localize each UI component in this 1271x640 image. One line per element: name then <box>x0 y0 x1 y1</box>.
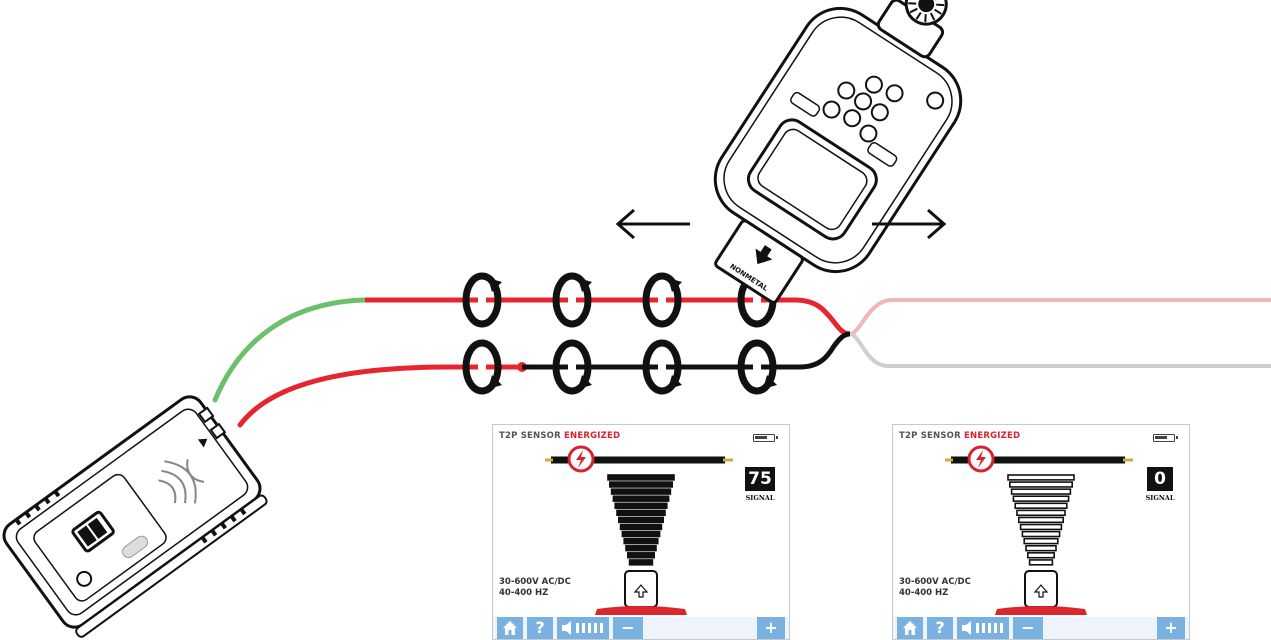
minus-button[interactable]: − <box>613 617 643 639</box>
help-button[interactable]: ? <box>927 617 953 639</box>
signal-value: 75 <box>745 467 775 491</box>
display-header: T2P SENSOR ENERGIZED <box>499 431 620 441</box>
sensor-stand <box>624 570 658 608</box>
signal-bar <box>607 474 675 481</box>
signal-bar <box>618 516 665 524</box>
home-icon <box>503 621 517 635</box>
magnetic-field-arrows <box>462 272 777 395</box>
plus-button[interactable]: + <box>757 617 785 639</box>
faded-gray-wire <box>849 332 1271 368</box>
transmitter-unit <box>2 395 268 638</box>
receiver-display-strong: T2P SENSOR ENERGIZED 75 SIGNAL 30-600V A… <box>492 424 790 640</box>
signal-bar <box>1016 509 1066 517</box>
speaker-icon <box>962 621 1003 635</box>
display-header: T2P SENSOR ENERGIZED <box>899 431 1020 441</box>
green-lead <box>212 297 368 403</box>
field-rotation-arrow <box>552 339 592 395</box>
signal-value: 0 <box>1147 467 1173 491</box>
signal-bar <box>609 481 674 488</box>
receiver-display-null: T2P SENSOR ENERGIZED 0 SIGNAL 30-600V AC… <box>892 424 1190 640</box>
volume-button[interactable] <box>557 617 609 639</box>
signal-bar <box>1019 523 1063 531</box>
power-icon <box>76 570 93 587</box>
field-rotation-arrow <box>737 339 777 395</box>
signal-bar <box>627 552 656 559</box>
field-rotation-arrow <box>462 272 502 328</box>
energized-status: ENERGIZED <box>964 431 1021 441</box>
signal-bar <box>1012 495 1070 502</box>
signal-bar <box>1028 559 1054 566</box>
signal-bar <box>1021 530 1061 538</box>
home-button[interactable] <box>897 617 923 639</box>
signal-bar <box>1025 544 1057 552</box>
signal-bar <box>619 523 663 531</box>
signal-bar <box>612 495 670 502</box>
signal-bar <box>1007 474 1075 481</box>
signal-graphic <box>945 445 1133 615</box>
signal-bar <box>625 544 657 552</box>
signal-bar <box>1018 516 1065 524</box>
move-right-arrow <box>872 208 947 240</box>
signal-bar <box>614 502 668 509</box>
signal-label: SIGNAL <box>745 494 775 502</box>
frequency-range-line2: 40-400 HZ <box>899 588 949 598</box>
signal-bar <box>616 509 666 517</box>
plus-button[interactable]: + <box>1157 617 1185 639</box>
signal-bar <box>1010 488 1072 495</box>
faded-red-wire <box>849 298 1271 336</box>
sensor-base <box>595 606 687 615</box>
move-left-arrow <box>615 208 690 240</box>
field-rotation-arrow <box>552 272 592 328</box>
black-lead <box>522 331 851 370</box>
field-rotation-arrow <box>642 272 682 328</box>
signal-bar <box>623 537 659 545</box>
indicator-icon <box>197 438 208 448</box>
red-lead-upper <box>365 297 851 337</box>
transmitter-panel <box>33 473 167 602</box>
home-icon <box>903 621 917 635</box>
field-rotation-arrow <box>642 339 682 395</box>
volume-button[interactable] <box>957 617 1009 639</box>
test-leads <box>212 297 1271 428</box>
signal-bar <box>1023 537 1059 545</box>
signal-bar <box>1009 481 1074 488</box>
receiver-unit: NONMETAL <box>713 0 963 304</box>
field-rotation-arrow <box>462 339 502 395</box>
signal-bar <box>1027 552 1056 559</box>
signal-label: SIGNAL <box>1145 494 1175 502</box>
receiver-power-icon <box>926 91 945 110</box>
signal-bar <box>628 559 654 566</box>
sensor-title: T2P SENSOR <box>499 431 561 441</box>
signal-bar <box>610 488 672 495</box>
red-lead-lower <box>237 364 525 428</box>
voltage-range-line1: 30-600V AC/DC <box>499 577 571 587</box>
wireless-icon <box>158 459 205 504</box>
minus-button[interactable]: − <box>1013 617 1043 639</box>
sensor-stand <box>1024 570 1058 608</box>
home-button[interactable] <box>497 617 523 639</box>
receiver-screen <box>746 118 878 241</box>
help-button[interactable]: ? <box>527 617 553 639</box>
battery-icon <box>753 434 778 442</box>
sensor-base <box>995 606 1087 615</box>
signal-graphic <box>545 445 733 615</box>
receiver-keypad <box>822 75 904 143</box>
battery-icon <box>1153 434 1178 442</box>
signal-bar <box>621 530 661 538</box>
frequency-range-line2: 40-400 HZ <box>499 588 549 598</box>
voltage-range-line1: 30-600V AC/DC <box>899 577 971 587</box>
energized-status: ENERGIZED <box>564 431 621 441</box>
sensor-title: T2P SENSOR <box>899 431 961 441</box>
speaker-icon <box>562 621 603 635</box>
signal-bar <box>1014 502 1068 509</box>
